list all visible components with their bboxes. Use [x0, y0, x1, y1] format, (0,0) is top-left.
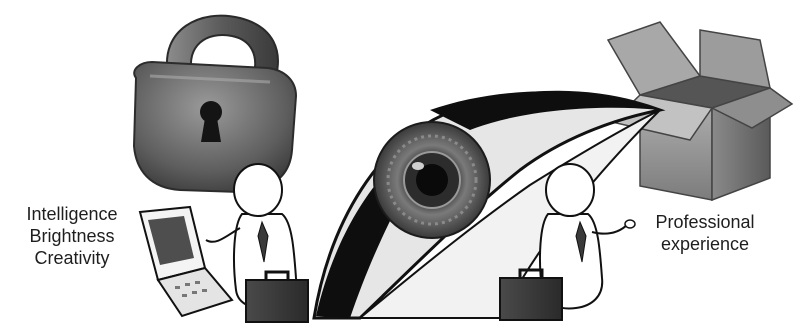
label-intelligence: Intelligence [2, 203, 142, 225]
padlock-icon [134, 16, 296, 192]
label-experience: experience [640, 233, 770, 255]
label-brightness: Brightness [2, 225, 142, 247]
label-professional: Professional [640, 211, 770, 233]
right-label-group: Professional experience [640, 211, 770, 255]
left-label-group: Intelligence Brightness Creativity [2, 203, 142, 269]
eye-icon [314, 91, 660, 318]
label-creativity: Creativity [2, 247, 142, 269]
